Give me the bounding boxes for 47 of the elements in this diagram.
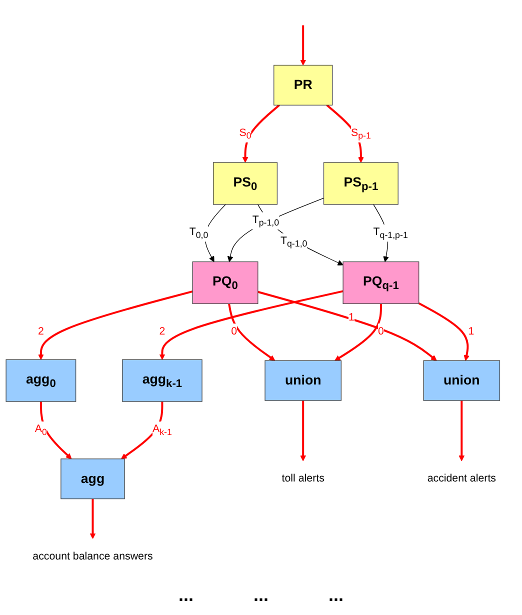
node-box: [192, 261, 258, 304]
edge-label: S$_{0}$: [239, 127, 252, 141]
node-box: [423, 360, 500, 401]
node-text: account balance answers: [32, 550, 153, 562]
arrow: [90, 498, 96, 539]
edge-label: A$_{k-1}$: [152, 423, 172, 437]
edge-label: T$_{0,0}$: [189, 226, 208, 240]
arrow: [38, 290, 193, 360]
edge-label: 1: [348, 312, 354, 324]
node-text: toll alerts: [282, 472, 324, 484]
ellipsis-label: ...: [253, 585, 268, 605]
node-box: [60, 458, 125, 500]
arrow: [458, 400, 465, 462]
arrow: [121, 402, 164, 460]
flowchart-drawing: S$_{0}$ S$_{p-1}$ T$_{p-1,0}$ T$_{0,0}$ T$_{q-1,p-1}$ T$_{q-1,0}$ 1 2 2 0 0 1 A$_{0}$ A$_{k-1}$ PR PS$_{0}$ PS$_{p-1}$ PQ$_{0}$ PQ$_{q-1}$ agg$_{0}$ agg$_{k-1}$ union union agg toll alerts accident alerts account balance answers: [0, 0, 522, 580]
edge-label: 0: [378, 326, 384, 337]
arrow: [159, 290, 344, 360]
node-box: [6, 359, 76, 402]
node-box: [264, 360, 342, 401]
arrow: [227, 198, 324, 262]
edge-label: 2: [159, 326, 166, 337]
arrow: [258, 290, 437, 361]
ellipsis-label: ...: [178, 585, 194, 605]
node-box: [323, 162, 398, 205]
node-box: [122, 359, 202, 402]
edge-label: 1: [468, 326, 474, 337]
edge-label: 2: [38, 326, 44, 337]
arrow: [418, 302, 470, 361]
edge-label: T$_{q-1,0}$: [280, 235, 308, 249]
node-box: [213, 162, 278, 205]
edge-label: T$_{q-1,p-1}$: [373, 226, 408, 240]
node-box: [274, 64, 333, 106]
ellipsis-label: ...: [328, 585, 344, 605]
arrow: [242, 104, 280, 163]
node-text: accident alerts: [427, 472, 496, 484]
arrow: [228, 304, 276, 361]
edge-label: S$_{p-1}$: [350, 127, 371, 141]
edge-label: T$_{p-1,0}$: [252, 214, 280, 228]
arrow: [300, 400, 306, 462]
arrow: [334, 304, 382, 361]
arrow: [300, 25, 306, 66]
edge-label: 0: [231, 326, 238, 337]
arrow: [40, 402, 72, 460]
edge-label: A$_{0}$: [34, 423, 47, 437]
node-box: [342, 261, 420, 304]
arrow: [204, 204, 226, 262]
arrow: [326, 104, 364, 163]
